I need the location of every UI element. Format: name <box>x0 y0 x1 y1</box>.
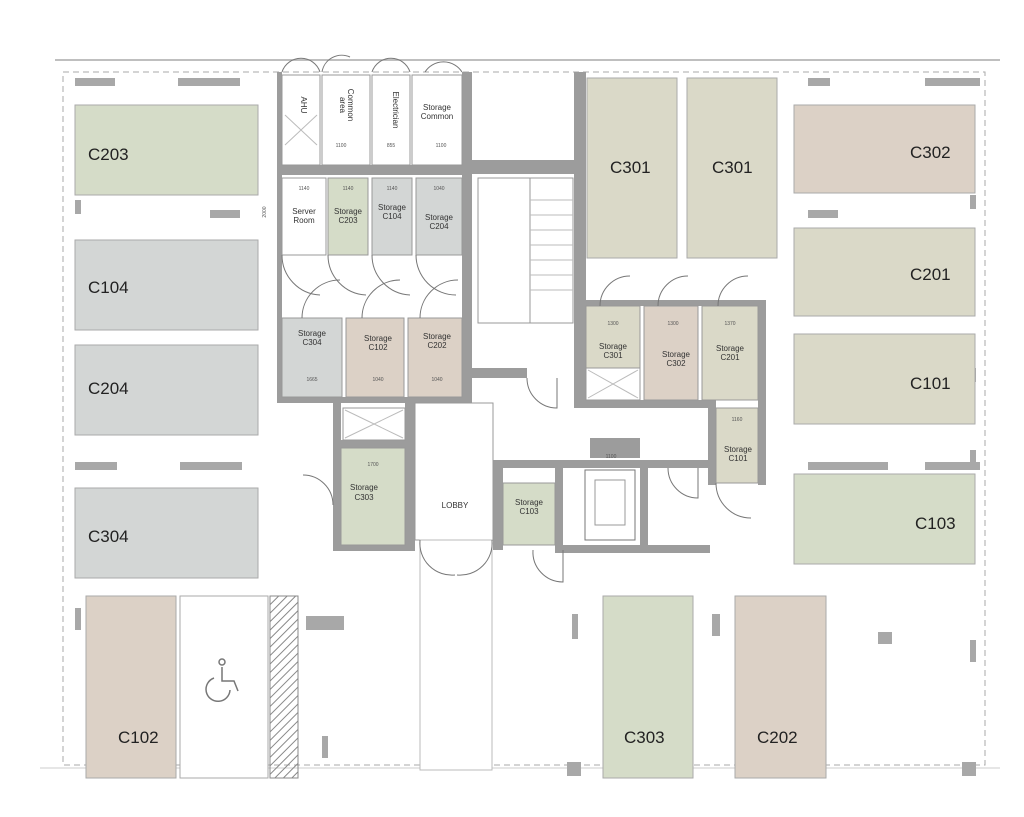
bay-label-c204: C204 <box>88 379 129 398</box>
wheelchair-icon <box>205 658 239 703</box>
bay-label-c104: C104 <box>88 278 129 297</box>
storage-c101-1: Storage <box>724 445 753 454</box>
shaft-x-icon <box>284 114 318 146</box>
stairs <box>477 177 574 324</box>
storage-c302-1: Storage <box>662 350 691 359</box>
bay-label-c303: C303 <box>624 728 665 747</box>
storage-c303-2: C303 <box>354 493 374 502</box>
storage-c203-1: Storage <box>334 207 363 216</box>
storage-rooms: Server Room Storage C203 Storage C104 St… <box>281 177 759 771</box>
storage-c304-1: Storage <box>298 329 327 338</box>
dimension-label: 1300 <box>607 321 618 327</box>
storage-c104-1: Storage <box>378 203 407 212</box>
storage-c103-2: C103 <box>519 507 539 516</box>
storage-c203-2: C203 <box>338 216 358 225</box>
markers <box>75 78 980 776</box>
bay-c202 <box>734 595 827 779</box>
dimension-label: 1040 <box>372 377 383 383</box>
room-storage-common-2: Common <box>421 112 453 121</box>
door-swings <box>281 54 752 583</box>
bay-c303 <box>602 595 694 779</box>
bay-c203 <box>74 104 259 196</box>
bay-label-c103: C103 <box>915 514 956 533</box>
dimension-label: 1100 <box>436 143 447 149</box>
bay-c201 <box>793 227 976 317</box>
bay-c103 <box>793 473 976 565</box>
parking-bays: C203 C104 C204 C304 C102 C301 C301 C302 … <box>74 77 976 779</box>
storage-c104-2: C104 <box>382 212 402 221</box>
bay-label-c101: C101 <box>910 374 951 393</box>
bay-c102 <box>85 595 177 779</box>
dimension-label: 1040 <box>431 377 442 383</box>
room-storage-common-1: Storage <box>423 103 452 112</box>
dimension-label: 1140 <box>343 186 354 192</box>
dimension-label: 1370 <box>724 321 735 327</box>
bay-label-c301-b: C301 <box>712 158 753 177</box>
dimension-label: 2000 <box>262 206 268 217</box>
bay-label-c203: C203 <box>88 145 129 164</box>
dimension-labels: 1100 855 1100 1140 1140 1140 1040 1665 1… <box>262 143 743 468</box>
bay-c304 <box>74 487 259 579</box>
storage-c201-1: Storage <box>716 344 745 353</box>
room-common-area-2: area <box>338 97 347 114</box>
storage-c204-1: Storage <box>425 213 454 222</box>
dimension-label: 1140 <box>299 186 310 192</box>
core-walls <box>277 72 766 553</box>
storage-c102-2: C102 <box>368 343 388 352</box>
storage-c302-2: C302 <box>666 359 686 368</box>
room-server-1: Server <box>292 207 316 216</box>
bay-c104 <box>74 239 259 331</box>
room-server-2: Room <box>293 216 315 225</box>
dimension-label: 1100 <box>336 143 347 149</box>
dimension-label: 1700 <box>367 462 378 468</box>
storage-c102-1: Storage <box>364 334 393 343</box>
storage-c204-2: C204 <box>429 222 449 231</box>
bay-label-c302: C302 <box>910 143 951 162</box>
shaft-x-icon <box>344 409 404 439</box>
room-common-area-1: Common <box>346 89 355 121</box>
bay-c101 <box>793 333 976 425</box>
storage-c301-1: Storage <box>599 342 628 351</box>
room-ahu: AHU <box>299 97 308 114</box>
lobby-label: LOBBY <box>442 501 469 510</box>
storage-c304-2: C304 <box>302 338 322 347</box>
room-electrician: Electrician <box>391 92 400 129</box>
accessible-bay <box>179 595 269 779</box>
storage-c101-2: C101 <box>728 454 748 463</box>
dimension-label: 1160 <box>732 417 743 423</box>
shaft-x-icon <box>587 369 639 399</box>
bay-label-c202: C202 <box>757 728 798 747</box>
bay-label-c201: C201 <box>910 265 951 284</box>
storage-c201-2: C201 <box>720 353 740 362</box>
dimension-label: 855 <box>387 143 396 149</box>
bay-c301-a <box>586 77 678 259</box>
bay-c302 <box>793 104 976 194</box>
lift-car <box>584 469 636 541</box>
storage-c103-1: Storage <box>515 498 544 507</box>
service-rooms: AHU Common area Electrician Storage Comm… <box>281 74 463 166</box>
dimension-label: 1040 <box>433 186 444 192</box>
dimension-label: 1140 <box>387 186 398 192</box>
site-boundary <box>62 71 986 766</box>
bay-label-c304: C304 <box>88 527 129 546</box>
entrance-walkway <box>419 539 493 771</box>
bay-label-c102: C102 <box>118 728 159 747</box>
bay-label-c301-a: C301 <box>610 158 651 177</box>
bay-c301-b <box>686 77 778 259</box>
hatched-strip <box>269 595 299 779</box>
dimension-label: 1665 <box>306 377 317 383</box>
dimension-label: 1300 <box>667 321 678 327</box>
storage-c301-2: C301 <box>603 351 623 360</box>
dimension-label: 1100 <box>606 454 617 460</box>
bay-c204 <box>74 344 259 436</box>
storage-c202-1: Storage <box>423 332 452 341</box>
storage-c303-1: Storage <box>350 483 379 492</box>
storage-c202-2: C202 <box>427 341 447 350</box>
